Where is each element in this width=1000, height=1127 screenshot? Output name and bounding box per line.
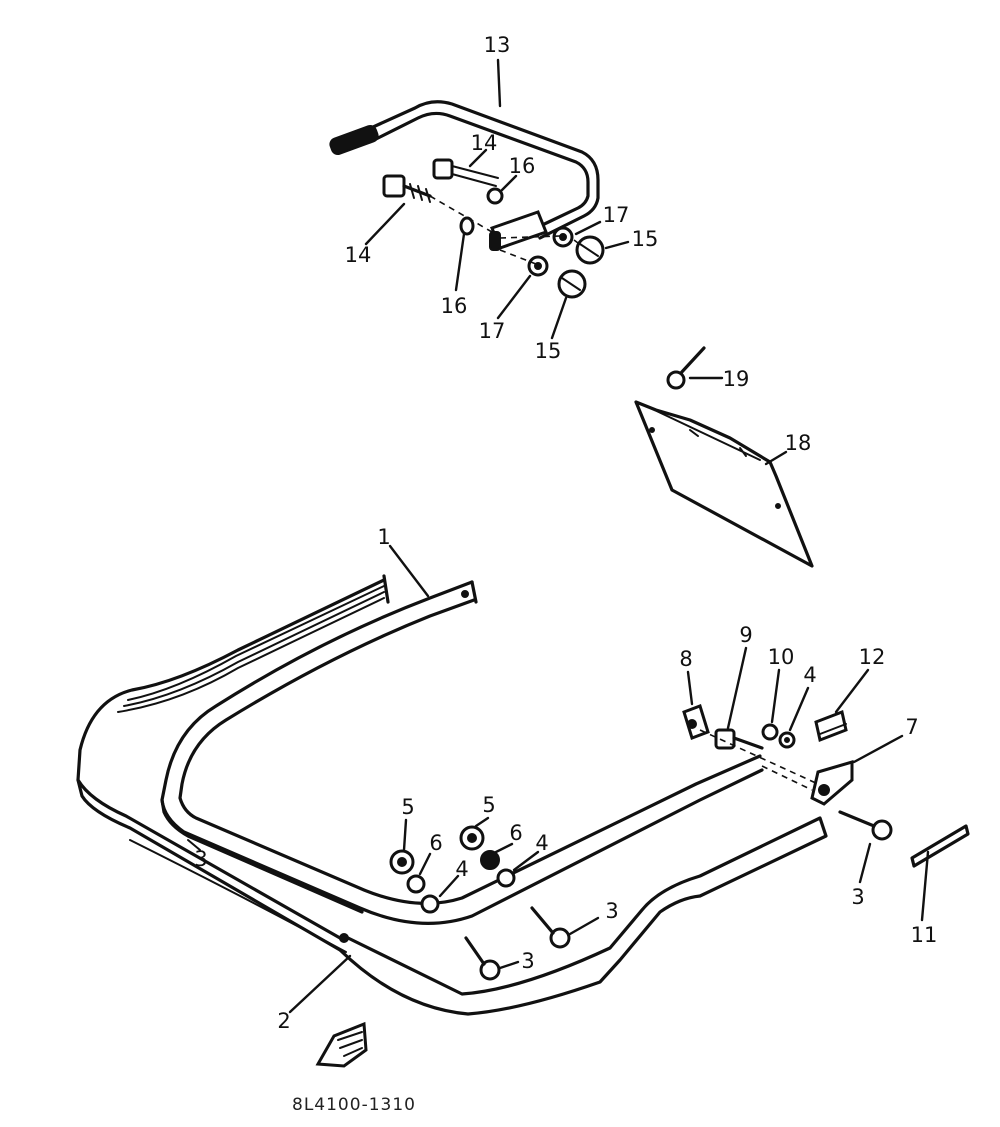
drawing-code: 8L4100-1310 [292,1095,416,1115]
callout-17-lower: 17 [479,319,506,343]
part-15-cap-nut-right [575,235,605,265]
callout-13: 13 [484,33,511,57]
callout-11: 11 [911,923,938,947]
callout-14-upper: 14 [471,131,498,155]
callout-10: 10 [768,645,795,669]
part-17-washer-lower [527,255,549,277]
part-16-washer-upper [486,187,504,205]
part-18-guard-plate [634,400,814,568]
callout-19: 19 [723,367,750,391]
callout-6-left: 6 [429,831,442,855]
part-14-bolt-left [382,174,432,203]
part-4-washer-middle [496,868,516,888]
leader-lines [288,58,930,1014]
callout-14-left: 14 [345,243,372,267]
callout-16-lower: 16 [441,294,468,318]
callout-4-middle: 4 [535,831,548,855]
part-4-washer-left [420,894,440,914]
callout-9: 9 [739,623,752,647]
callout-3-lower: 3 [521,949,534,973]
part-5-nut-middle [459,825,485,851]
part-4-washer-right [778,731,796,749]
callout-1: 1 [377,525,390,549]
part-12-end-cap [814,709,848,743]
part-13-handle-bar [329,100,600,251]
part-3-bolt-right [838,810,893,841]
part-1-inner-rail [160,580,764,925]
part-6-washer-left [406,874,426,894]
part-14-bolt-upper [432,158,499,187]
callout-6-middle: 6 [509,821,522,845]
callout-18: 18 [785,431,812,455]
part-11-strip [910,824,970,868]
part-6-washer-middle [480,850,500,870]
part-3-bolt-left [187,839,201,851]
callout-5-left: 5 [401,795,414,819]
part-19-screw [666,346,706,390]
callout-2: 2 [277,1009,290,1033]
part-10-washer [761,723,779,741]
callout-4-right: 4 [803,663,816,687]
callout-7: 7 [905,715,918,739]
callout-4-left: 4 [455,857,468,881]
part-5-nut-left [389,849,415,875]
part-8-clamp [682,704,710,740]
part-9-bolt [714,728,764,750]
rail-end-clip [315,1021,368,1068]
callout-12: 12 [859,645,886,669]
callout-8: 8 [679,647,692,671]
callout-3-right: 3 [851,885,864,909]
callout-15-lower: 15 [535,339,562,363]
callout-3-middle: 3 [605,899,618,923]
part-15-cap-nut-lower [557,269,587,299]
part-3-bolt-lower [464,936,501,981]
part-16-washer-lower [459,216,475,236]
part-17-washer-right [552,226,574,248]
callout-5-middle: 5 [482,793,495,817]
callout-16-upper: 16 [509,154,536,178]
part-7-bracket [810,759,854,806]
callout-17-right: 17 [603,203,630,227]
part-3-bolt-middle [530,906,571,949]
callout-labels: 13 14 16 14 16 17 15 17 15 19 18 1 8 9 1… [194,33,937,1033]
part-2-outer-rail [76,574,828,1016]
callout-15-right: 15 [632,227,659,251]
callout-3-left: 3 [194,847,207,871]
